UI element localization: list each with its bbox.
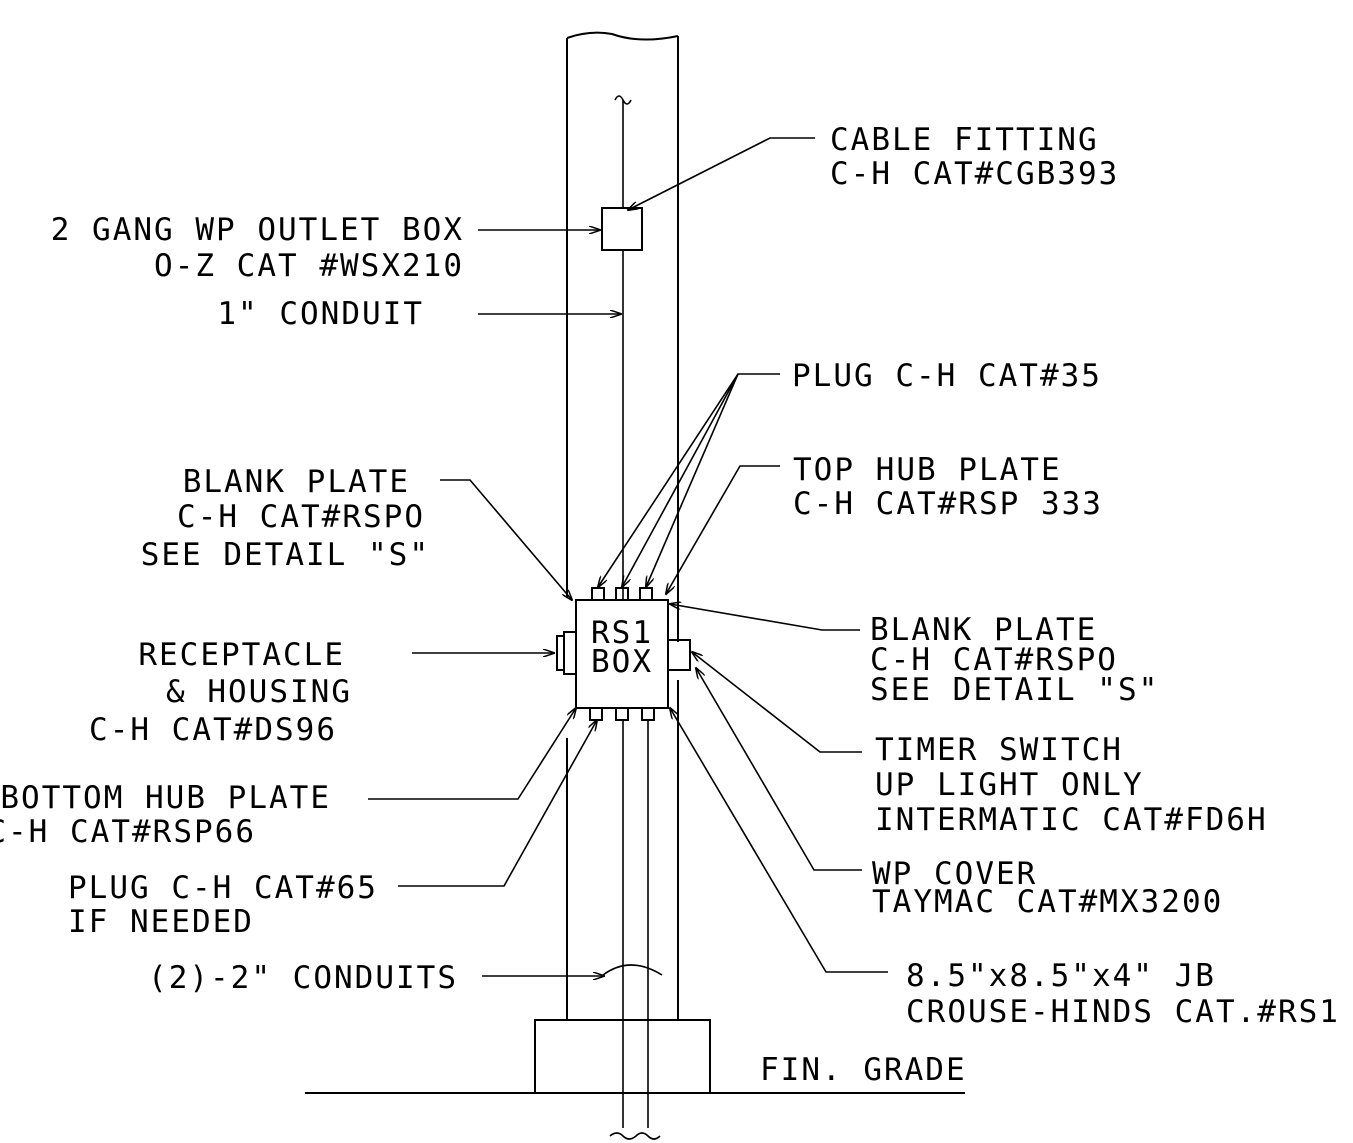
junction-box-line1: 8.5"x8.5"x4" JB <box>906 958 1216 994</box>
conduit-1in-label: 1" CONDUIT <box>217 296 424 332</box>
receptacle-line3: C-H CAT#DS96 <box>89 712 337 748</box>
blank-plate-right-line2: C-H CAT#RSPO <box>870 642 1118 678</box>
blank-plate-right-line1: BLANK PLATE <box>870 612 1097 648</box>
plug-65-line2: IF NEEDED <box>68 904 254 940</box>
pole <box>566 31 679 1020</box>
junction-box-line2: CROUSE-HINDS CAT.#RS1 <box>906 994 1340 1030</box>
rs1-box-label-line2: BOX <box>591 644 653 680</box>
blank-plate-right-line3: SEE DETAIL "S" <box>870 672 1159 708</box>
outlet-box-line1: 2 GANG WP OUTLET BOX <box>51 212 464 248</box>
receptacle-line1: RECEPTACLE <box>138 637 345 673</box>
conduits-2in <box>602 720 663 1140</box>
wp-cover-line1: WP COVER <box>872 856 1037 892</box>
bottom-hub-plate-line1: BOTTOM HUB PLATE <box>0 780 331 816</box>
wp-cover-line2: TAYMAC CAT#MX3200 <box>872 884 1223 920</box>
conduits-2in-label: (2)-2" CONDUITS <box>148 960 458 996</box>
cable-fitting-line2: C-H CAT#CGB393 <box>830 156 1119 192</box>
blank-plate-left-line1: BLANK PLATE <box>183 464 410 500</box>
outlet-box-line2: O-Z CAT #WSX210 <box>154 248 464 284</box>
top-hub-plate-line1: TOP HUB PLATE <box>793 452 1062 488</box>
top-hub-plate-line2: C-H CAT#RSP 333 <box>793 486 1103 522</box>
timer-switch-line2: UP LIGHT ONLY <box>875 767 1144 803</box>
rs1-box-label-line1: RS1 <box>591 615 653 651</box>
timer-switch-line3: INTERMATIC CAT#FD6H <box>875 802 1268 838</box>
blank-plate-left-line2: C-H CAT#RSPO <box>177 499 425 535</box>
outlet-box <box>601 207 643 251</box>
timer-switch-line1: TIMER SWITCH <box>875 732 1123 768</box>
receptacle-line2: & HOUSING <box>166 674 352 710</box>
leader-lines <box>368 137 888 976</box>
cable-fitting-line1: CABLE FITTING <box>830 122 1099 158</box>
plug-65-line1: PLUG C-H CAT#65 <box>68 870 378 906</box>
fin-grade-label: FIN. GRADE <box>760 1052 967 1088</box>
bottom-hub-plate-line2: C-H CAT#RSP66 <box>0 814 256 850</box>
conduit-1in <box>614 95 632 600</box>
plug-35-label: PLUG C-H CAT#35 <box>792 358 1102 394</box>
callouts: CABLE FITTING C-H CAT#CGB393 2 GANG WP O… <box>0 122 1340 1088</box>
blank-plate-left-line3: SEE DETAIL "S" <box>141 537 430 573</box>
